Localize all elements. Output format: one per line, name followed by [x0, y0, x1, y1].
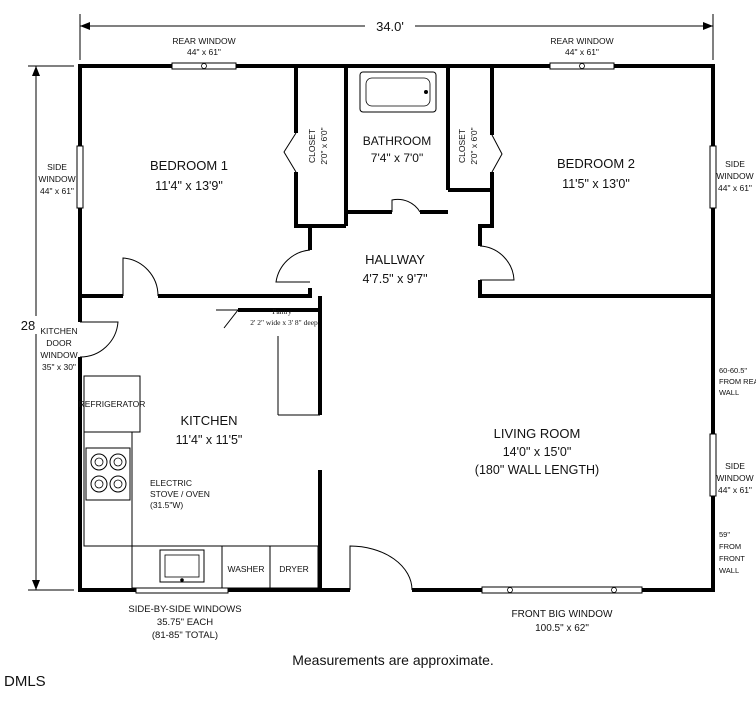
bathroom-name: BATHROOM: [363, 134, 431, 148]
from-front-note-1: 59": [719, 530, 730, 539]
living-room-size: 14'0" x 15'0": [503, 445, 572, 459]
kitchen-name: KITCHEN: [180, 413, 237, 428]
closet1-name: CLOSET: [307, 129, 317, 163]
side-window-right-top-size: 44" x 61": [718, 183, 752, 193]
interior-walls: [80, 66, 713, 590]
bedroom1-size: 11'4" x 13'9": [155, 179, 223, 193]
kitchen-size: 11'4" x 11'5": [176, 433, 243, 447]
notes: 60-60.5" FROM REAR WALL 59" FROM FRONT W…: [4, 366, 756, 690]
room-labels: BEDROOM 1 11'4" x 13'9" BEDROOM 2 11'5" …: [150, 127, 635, 477]
from-rear-note-2: FROM REAR: [719, 377, 756, 386]
side-by-side-label-2: 35.75" EACH: [157, 617, 213, 628]
from-rear-note-3: WALL: [719, 388, 739, 397]
hallway-name: HALLWAY: [365, 252, 425, 267]
width-dimension: 34.0': [79, 14, 714, 60]
from-front-note-3: FRONT: [719, 554, 745, 563]
kitchen-door-label-3: WINDOW: [40, 350, 77, 360]
side-window-left-label-2: WINDOW: [38, 174, 75, 184]
fixture-labels: REFRIGERATOR ELECTRIC STOVE / OVEN (31.5…: [79, 399, 309, 574]
rear-window-left-label: REAR WINDOW: [172, 36, 235, 46]
kitchen-fixtures: [83, 336, 320, 589]
front-big-window-label: FRONT BIG WINDOW: [512, 609, 613, 620]
washer: [221, 545, 271, 589]
front-big-window-size: 100.5" x 62": [535, 623, 589, 634]
rear-window-right-size: 44" x 61": [565, 47, 599, 57]
closet1-size: 2'0" x 6'0": [319, 127, 329, 164]
rear-window-right: [549, 62, 615, 70]
bedroom2-name: BEDROOM 2: [557, 156, 635, 171]
bathtub: [359, 71, 437, 113]
stove-label-2: STOVE / OVEN: [150, 489, 210, 499]
pantry-size: 2' 2" wide x 3' 8" deep: [250, 318, 318, 327]
hallway-size: 4'7.5" x 9'7": [362, 272, 427, 286]
kitchen-door-label-1: KITCHEN: [40, 326, 77, 336]
living-room-name: LIVING ROOM: [494, 426, 581, 441]
pantry-name: Pantry: [272, 307, 292, 316]
side-window-left-size: 44" x 61": [40, 186, 74, 196]
bedroom1-name: BEDROOM 1: [150, 158, 228, 173]
width-label: 34.0': [376, 19, 404, 34]
side-by-side-label-3: (81-85" TOTAL): [152, 630, 218, 641]
living-room-note: (180" WALL LENGTH): [475, 463, 599, 477]
brand-logo: DMLS: [4, 673, 46, 690]
from-front-note-4: WALL: [719, 566, 739, 575]
bedroom2-size: 11'5" x 13'0": [562, 177, 630, 191]
stove-label-1: ELECTRIC: [150, 478, 192, 488]
kitchen-door-label-2: DOOR: [46, 338, 72, 348]
washer-label: WASHER: [228, 564, 265, 574]
refrigerator-label: REFRIGERATOR: [79, 399, 146, 409]
side-window-right-top: [709, 145, 717, 209]
window-labels: REAR WINDOW 44" x 61" REAR WINDOW 44" x …: [38, 36, 753, 641]
front-big-window: [481, 586, 643, 594]
side-window-right-bottom-size: 44" x 61": [718, 485, 752, 495]
doors: [79, 132, 515, 591]
side-window-right-bottom-label-2: WINDOW: [716, 473, 753, 483]
dryer: [269, 545, 319, 589]
rear-window-right-label: REAR WINDOW: [550, 36, 613, 46]
side-window-left-label-1: SIDE: [47, 162, 67, 172]
side-window-right-top-label-1: SIDE: [725, 159, 745, 169]
side-window-right-bottom-label-1: SIDE: [725, 461, 745, 471]
rear-window-left-size: 44" x 61": [187, 47, 221, 57]
side-window-right-top-label-2: WINDOW: [716, 171, 753, 181]
closet2-name: CLOSET: [457, 129, 467, 163]
side-window-right-bottom: [709, 433, 717, 497]
disclaimer: Measurements are approximate.: [292, 652, 494, 668]
stove-label-3: (31.5"W): [150, 500, 183, 510]
rear-window-left: [171, 62, 237, 70]
closet2-size: 2'0" x 6'0": [469, 127, 479, 164]
depth-dimension: 28: [18, 65, 74, 591]
windows: [76, 62, 717, 594]
dryer-label: DRYER: [279, 564, 309, 574]
kitchen-door-size: 35" x 30": [42, 362, 76, 372]
side-window-left: [76, 145, 84, 209]
from-rear-note-1: 60-60.5": [719, 366, 747, 375]
side-by-side-label-1: SIDE-BY-SIDE WINDOWS: [128, 604, 241, 615]
from-front-note-2: FROM: [719, 542, 741, 551]
bathroom-size: 7'4" x 7'0": [371, 151, 423, 165]
depth-label: 28: [21, 318, 35, 333]
